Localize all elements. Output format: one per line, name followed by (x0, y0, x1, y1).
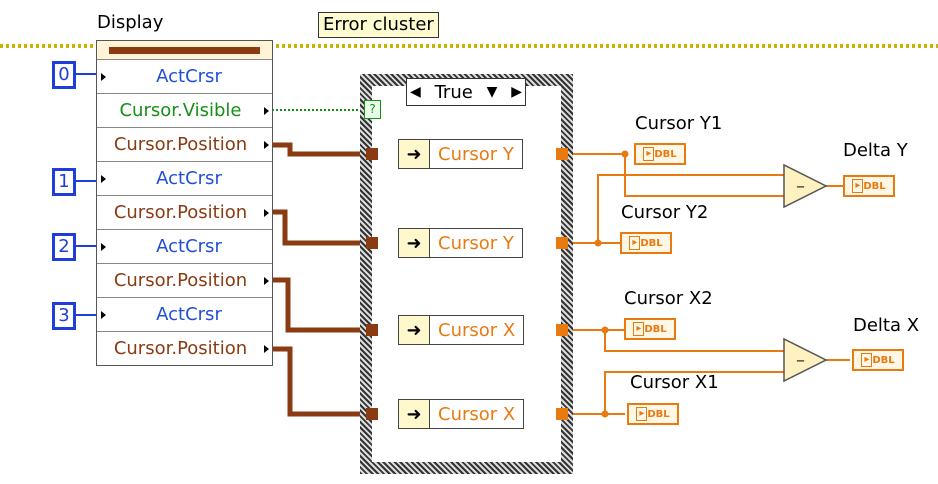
arrow-right-icon: ➜ (399, 400, 430, 428)
input-tunnel (366, 237, 378, 249)
junction-dot (621, 150, 629, 158)
dbl-type-label: DBL (640, 237, 663, 249)
input-arrow-icon (101, 72, 106, 81)
output-tunnel (556, 408, 568, 420)
input-arrow-icon (101, 242, 106, 251)
input-tunnel (366, 408, 378, 420)
property-row[interactable]: ActCrsr (97, 297, 272, 331)
cluster-wire-2 (272, 209, 398, 246)
case-selector-terminal: ? (364, 100, 381, 119)
property-row[interactable]: ActCrsr (97, 161, 272, 195)
junction-dot (601, 410, 609, 418)
input-tunnel (366, 148, 378, 160)
arrow-right-icon: ➜ (399, 229, 430, 257)
cursor-x1-indicator[interactable]: ▸DBL (627, 403, 679, 425)
output-tunnel (556, 324, 568, 336)
display-label: Display (97, 12, 164, 33)
y2-to-sub (597, 174, 784, 243)
input-arrow-icon (101, 174, 106, 183)
cluster-wire-3 (272, 277, 398, 333)
index-constant-0[interactable]: 0 (52, 61, 76, 89)
property-row-label: ActCrsr (156, 66, 222, 87)
cursor-y2-indicator[interactable]: ▸DBL (620, 232, 672, 254)
unbundle-node-x2[interactable]: ➜ Cursor X (398, 315, 525, 345)
property-row-label: Cursor.Visible (119, 100, 242, 121)
case-selector-value: True (434, 81, 473, 103)
delta-x-label: Delta X (853, 315, 920, 336)
cursor-y1-indicator[interactable]: ▸DBL (634, 143, 686, 165)
property-row[interactable]: ActCrsr (97, 229, 272, 263)
property-row[interactable]: Cursor.Position (97, 331, 272, 365)
cursor-x1-label: Cursor X1 (630, 372, 719, 393)
property-row-label: Cursor.Position (113, 134, 248, 155)
unbundle-element-label: Cursor X (438, 319, 516, 341)
cluster-wire-4 (272, 346, 398, 417)
arrow-right-icon: ➜ (399, 316, 430, 344)
property-row-label: ActCrsr (156, 304, 222, 325)
cursor-y1-label: Cursor Y1 (635, 113, 723, 134)
property-row[interactable]: Cursor.Position (97, 263, 272, 297)
unbundle-node-y1[interactable]: ➜ Cursor Y (398, 139, 523, 169)
case-next-icon[interactable]: ▶ (511, 84, 522, 100)
dbl-type-label: DBL (872, 354, 895, 366)
output-arrow-icon (264, 344, 269, 353)
output-tunnel (556, 148, 568, 160)
property-row-label: ActCrsr (156, 168, 222, 189)
subtract-node-y: – (783, 163, 828, 209)
input-arrow-icon (101, 310, 106, 319)
subtract-node-x: – (783, 337, 828, 383)
index-constant-2[interactable]: 2 (52, 233, 76, 261)
output-arrow-icon (264, 276, 269, 285)
unbundle-element-label: Cursor X (438, 403, 516, 425)
unbundle-element-label: Cursor Y (438, 143, 514, 165)
case-selector[interactable]: ◀ True ▼ ▶ (406, 78, 526, 106)
svg-text:–: – (796, 350, 805, 371)
property-row-label: Cursor.Position (113, 202, 248, 223)
property-row-label: ActCrsr (156, 236, 222, 257)
arrow-right-icon: ➜ (399, 140, 430, 168)
delta-y-label: Delta Y (843, 140, 908, 161)
dbl-type-label: DBL (863, 180, 886, 192)
dbl-type-label: DBL (654, 148, 677, 160)
property-node-header (97, 41, 272, 59)
property-row[interactable]: Cursor.Visible (97, 93, 272, 127)
cursor-y2-label: Cursor Y2 (621, 202, 709, 223)
case-dropdown-icon[interactable]: ▼ (486, 84, 498, 100)
y1-to-sub (624, 154, 784, 197)
index-constant-1[interactable]: 1 (52, 168, 76, 196)
unbundle-node-x1[interactable]: ➜ Cursor X (398, 399, 525, 429)
output-arrow-icon (264, 140, 269, 149)
cursor-x2-indicator[interactable]: ▸DBL (624, 318, 676, 340)
output-arrow-icon (264, 106, 269, 115)
svg-text:–: – (796, 176, 805, 197)
delta-x-indicator[interactable]: ▸DBL (852, 349, 904, 371)
junction-dot (594, 239, 602, 247)
case-prev-icon[interactable]: ◀ (410, 84, 421, 100)
dbl-type-label: DBL (647, 408, 670, 420)
output-arrow-icon (264, 208, 269, 217)
property-row-label: Cursor.Position (113, 270, 248, 291)
delta-y-indicator[interactable]: ▸DBL (843, 175, 895, 197)
case-structure[interactable] (360, 74, 573, 474)
unbundle-element-label: Cursor Y (438, 232, 514, 254)
cursor-x2-label: Cursor X2 (624, 288, 713, 309)
property-row[interactable]: ActCrsr (97, 59, 272, 93)
property-row-label: Cursor.Position (113, 338, 248, 359)
error-cluster-label: Error cluster (318, 12, 439, 38)
index-constant-3[interactable]: 3 (52, 302, 76, 330)
property-row[interactable]: Cursor.Position (97, 195, 272, 229)
x1-to-sub (604, 371, 784, 414)
cluster-wire-1 (272, 142, 398, 157)
junction-dot (601, 326, 609, 334)
output-tunnel (556, 237, 568, 249)
input-tunnel (366, 324, 378, 336)
unbundle-node-y2[interactable]: ➜ Cursor Y (398, 228, 523, 258)
dbl-type-label: DBL (644, 323, 667, 335)
property-row[interactable]: Cursor.Position (97, 127, 272, 161)
x2-to-sub (604, 330, 784, 352)
